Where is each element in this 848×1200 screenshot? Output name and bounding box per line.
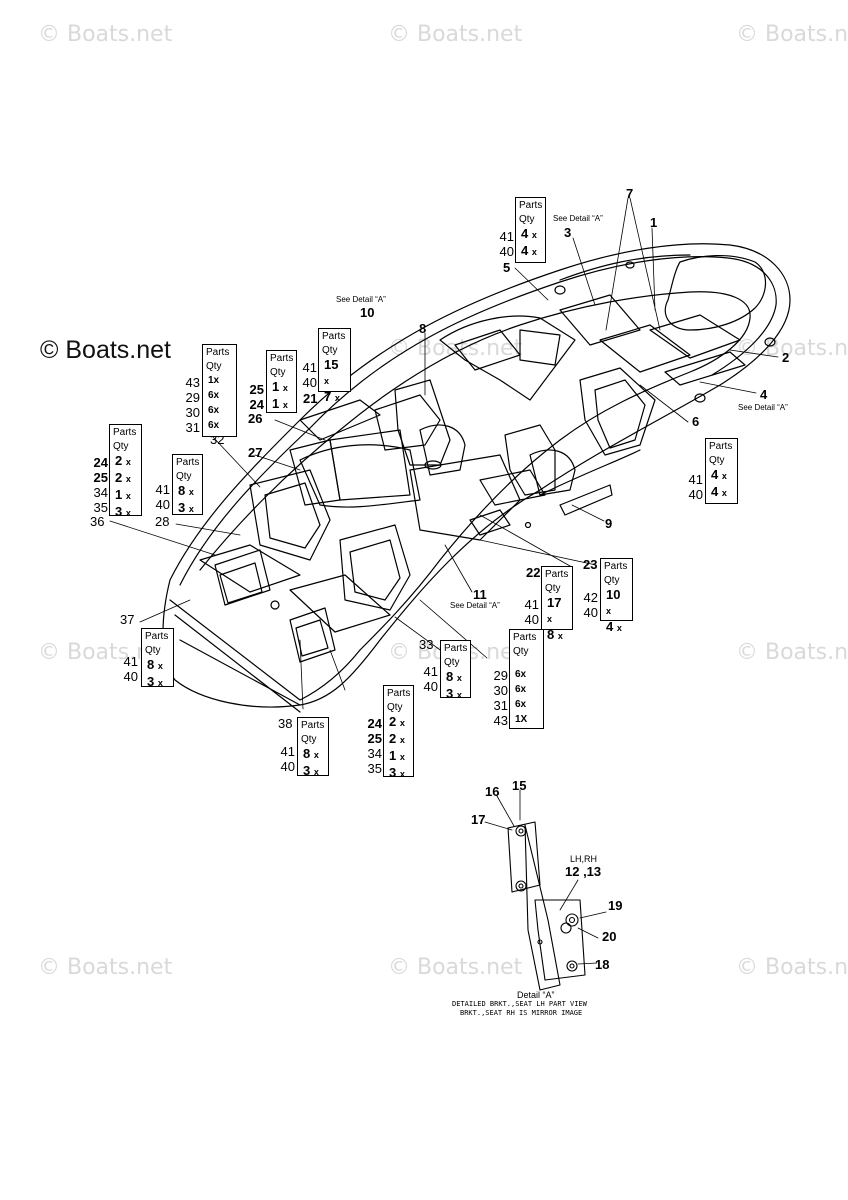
- detail-caption-2: BRKT.,SEAT RH IS MIRROR IMAGE: [460, 1009, 583, 1017]
- callout-23: 26: [248, 411, 263, 426]
- callout-36: 37: [120, 612, 135, 627]
- watermark: © Boats.net: [736, 336, 848, 361]
- callout-6: 6: [692, 414, 700, 429]
- callout-8: 8: [419, 321, 427, 336]
- callout-22: 23: [583, 557, 598, 572]
- callout-1: 1: [650, 215, 658, 230]
- watermark: © Boats.net: [736, 22, 848, 47]
- callout-26: 27: [248, 445, 263, 460]
- watermark: © Boats.net: [736, 955, 848, 980]
- watermark: © Boats.net: [38, 955, 173, 980]
- callout-37: 38: [278, 716, 293, 731]
- see-detail-note: See Detail “A”: [553, 214, 603, 223]
- callout-4: 4: [760, 387, 768, 402]
- callout-39: 33: [419, 637, 434, 652]
- callout-9: 9: [605, 516, 613, 531]
- detail-caption-1: DETAILED BRKT.,SEAT LH PART VIEW: [452, 1000, 587, 1008]
- callout-20: 21: [303, 391, 318, 406]
- callout-21: 22: [526, 565, 541, 580]
- callout-7: 7: [626, 186, 634, 201]
- watermark: © Boats.net: [736, 640, 848, 665]
- see-detail-note: See Detail “A”: [336, 295, 386, 304]
- callout-32: 36: [90, 514, 105, 529]
- callout-19: 20: [602, 929, 617, 944]
- callout-16: 17: [471, 812, 486, 827]
- detail-title: Detail “A”: [517, 990, 555, 1000]
- callout-15: 16: [485, 784, 500, 799]
- detail-lh-rh: LH,RH: [570, 854, 598, 864]
- callout-18: 19: [608, 898, 623, 913]
- see-detail-note: See Detail “A”: [738, 403, 788, 412]
- watermark-main: © Boats.net: [40, 336, 171, 364]
- watermark: © Boats.net: [388, 22, 523, 47]
- callout-10: 10: [360, 305, 375, 320]
- callout-38: 28: [155, 514, 170, 529]
- see-detail-note: See Detail “A”: [450, 601, 500, 610]
- watermark: © Boats.net: [388, 955, 523, 980]
- callout-2: 2: [782, 350, 790, 365]
- callout-17: 18: [595, 957, 610, 972]
- callout-12-13: 12 ,13: [565, 864, 602, 879]
- callout-5: 5: [503, 260, 511, 275]
- callout-14: 15: [512, 778, 527, 793]
- callout-11: 11: [473, 587, 487, 602]
- callout-3: 3: [564, 225, 572, 240]
- watermark: © Boats.net: [38, 22, 173, 47]
